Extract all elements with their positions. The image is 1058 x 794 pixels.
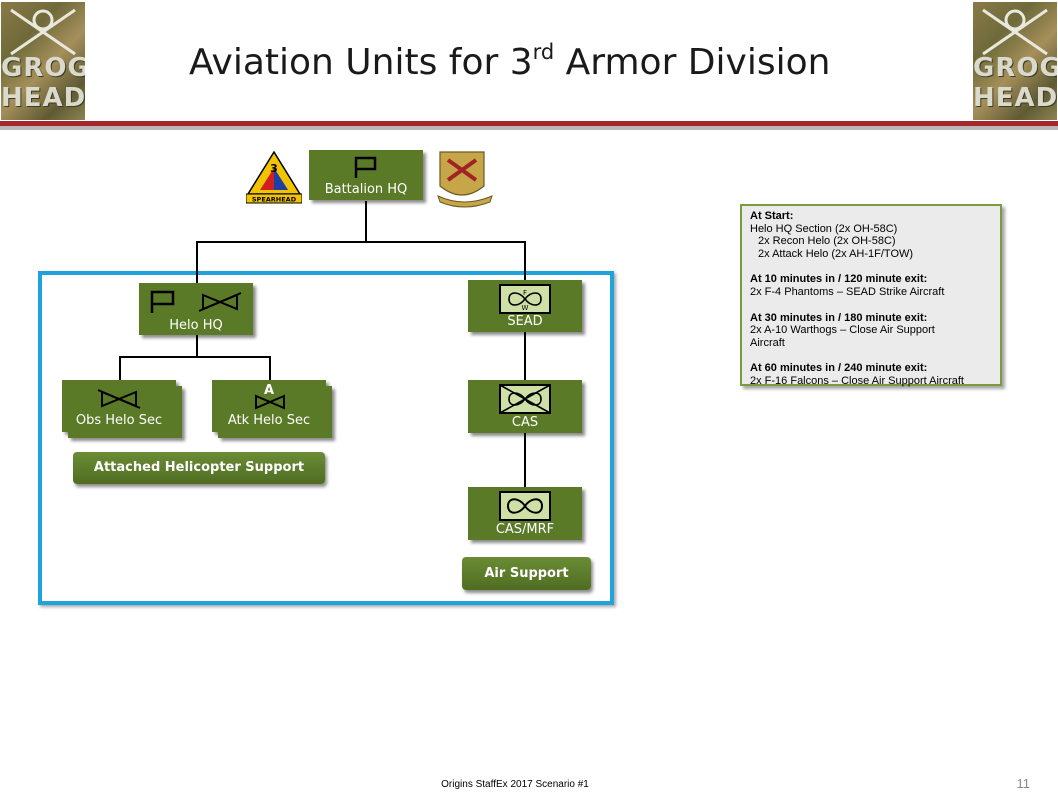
sead-label: SEAD bbox=[507, 314, 543, 329]
t10-heading: At 10 minutes in / 120 minute exit: bbox=[750, 273, 928, 286]
start-heading: At Start: bbox=[750, 210, 794, 222]
t10-line: 2x F-4 Phantoms – SEAD Strike Aircraft bbox=[750, 285, 945, 298]
page-number: 11 bbox=[1016, 776, 1031, 791]
helo-hq-label: Helo HQ bbox=[169, 318, 223, 333]
grogheads-logo-left: GROG HEADS bbox=[1, 2, 85, 120]
aviation-frame bbox=[38, 271, 614, 605]
t30-heading: At 30 minutes in / 180 minute exit: bbox=[750, 311, 928, 324]
title-rest: Armor Division bbox=[554, 42, 831, 83]
title-superscript: rd bbox=[532, 40, 555, 64]
division-number: 3 bbox=[270, 162, 278, 175]
connector bbox=[269, 356, 271, 381]
fixed-wing-icon bbox=[499, 491, 551, 521]
connector bbox=[524, 241, 526, 281]
headquarters-flag-icon bbox=[150, 290, 175, 313]
connector bbox=[119, 356, 121, 381]
headquarters-flag-icon bbox=[354, 156, 377, 178]
cas-label: CAS bbox=[511, 415, 539, 430]
schedule-panel: At Start: Helo HQ Section (2x OH-58C) 2x… bbox=[740, 204, 1002, 387]
close-air-support-icon bbox=[499, 384, 551, 414]
t60-line: 2x F-16 Falcons – Close Air Support Airc… bbox=[750, 374, 964, 387]
start-line: 2x Attack Helo (2x AH-1F/TOW) bbox=[758, 247, 914, 260]
armored-division-patch-icon: 3 SPEARHEAD bbox=[246, 150, 302, 204]
unit-crest-icon bbox=[437, 151, 493, 208]
start-line: 2x Recon Helo (2x OH-58C) bbox=[758, 235, 896, 248]
page-title: Aviation Units for 3rd Armor Division bbox=[189, 40, 889, 83]
t60-heading: At 60 minutes in / 240 minute exit: bbox=[750, 362, 928, 375]
atk-helo-sec-unit[interactable]: A Atk Helo Sec bbox=[212, 380, 332, 438]
air-support-label: Air Support bbox=[462, 557, 591, 590]
attached-helicopter-support-label: Attached Helicopter Support bbox=[73, 452, 325, 484]
title-main: Aviation Units for 3 bbox=[189, 42, 533, 83]
helicopter-rotor-icon bbox=[198, 292, 242, 312]
battalion-hq-label: Battalion HQ bbox=[324, 182, 408, 197]
connector bbox=[524, 433, 526, 487]
logo-line-1: GROG bbox=[973, 53, 1057, 83]
connector bbox=[524, 332, 526, 380]
logo-line-2: HEADS bbox=[1, 83, 85, 113]
sead-modifier-top: F bbox=[523, 289, 527, 297]
connector bbox=[365, 201, 367, 243]
connector bbox=[196, 241, 526, 243]
obs-helo-sec-unit[interactable]: Obs Helo Sec bbox=[62, 380, 182, 438]
t30-line: 2x A-10 Warthogs – Close Air Support bbox=[750, 324, 935, 337]
battalion-hq-unit[interactable]: Battalion HQ bbox=[309, 150, 423, 200]
connector bbox=[119, 356, 271, 358]
helo-hq-unit[interactable]: Helo HQ bbox=[139, 283, 253, 335]
header-rule-red bbox=[0, 121, 1058, 126]
t30-line: Aircraft bbox=[750, 336, 785, 349]
crossed-swords-icon bbox=[10, 8, 76, 56]
connector bbox=[196, 241, 198, 283]
grogheads-logo-right: GROG HEADS bbox=[973, 2, 1057, 120]
logo-line-1: GROG bbox=[1, 53, 85, 83]
fixed-wing-icon: F W bbox=[499, 284, 551, 314]
helicopter-rotor-icon bbox=[97, 389, 141, 409]
sead-modifier-bottom: W bbox=[522, 304, 529, 312]
cas-unit[interactable]: CAS bbox=[468, 380, 582, 433]
connector bbox=[196, 335, 198, 357]
cas-mrf-label: CAS/MRF bbox=[495, 522, 555, 537]
crossed-swords-icon bbox=[982, 8, 1048, 56]
obs-helo-sec-label: Obs Helo Sec bbox=[75, 413, 163, 428]
sead-unit[interactable]: F W SEAD bbox=[468, 280, 582, 332]
atk-modifier-label: A bbox=[263, 383, 275, 398]
start-line: Helo HQ Section (2x OH-58C) bbox=[750, 222, 898, 235]
header-rule-gray bbox=[0, 126, 1058, 130]
division-motto: SPEARHEAD bbox=[252, 196, 297, 204]
atk-helo-sec-label: Atk Helo Sec bbox=[227, 413, 311, 428]
helicopter-rotor-icon bbox=[255, 394, 285, 410]
cas-mrf-unit[interactable]: CAS/MRF bbox=[468, 487, 582, 540]
logo-line-2: HEADS bbox=[973, 83, 1057, 113]
footer-caption: Origins StaffEx 2017 Scenario #1 bbox=[441, 779, 589, 790]
